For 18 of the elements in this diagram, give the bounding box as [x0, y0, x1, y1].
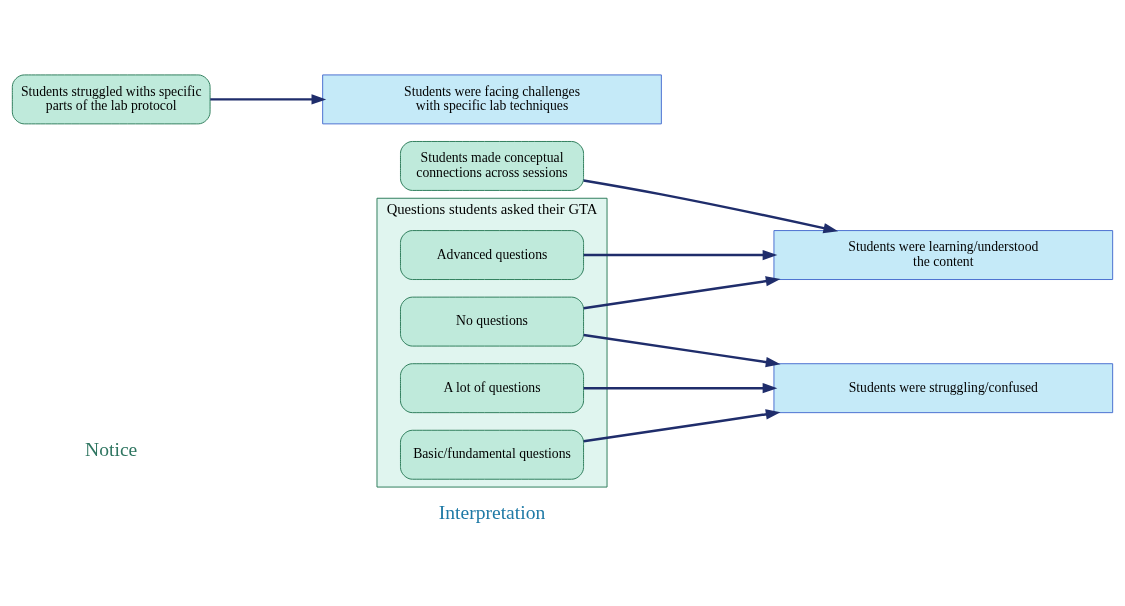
node-box: Students were facing challenges with specific lab techniques	[322, 73, 662, 124]
arrow	[583, 408, 781, 443]
node-box: Students were learning/understood the content	[773, 229, 1114, 280]
node-box: Advanced questions	[400, 229, 585, 280]
arrow	[210, 93, 327, 105]
label: Interpretation	[438, 501, 546, 523]
arrow	[583, 249, 778, 260]
label: Notice	[85, 438, 138, 460]
node-box: A lot of questions	[400, 362, 585, 413]
arrow	[583, 178, 839, 233]
node-box: Students struggled withs specific parts of the lab protocol	[11, 73, 211, 124]
arrow	[583, 333, 781, 367]
node-box: Students made conceptual connections across sessions	[400, 140, 585, 191]
node-box: No questions	[400, 296, 585, 347]
arrow	[583, 275, 781, 309]
arrow	[583, 382, 778, 393]
node-box: Basic/fundamental questions	[400, 429, 585, 480]
node-box: Students were struggling/confused	[773, 362, 1114, 413]
